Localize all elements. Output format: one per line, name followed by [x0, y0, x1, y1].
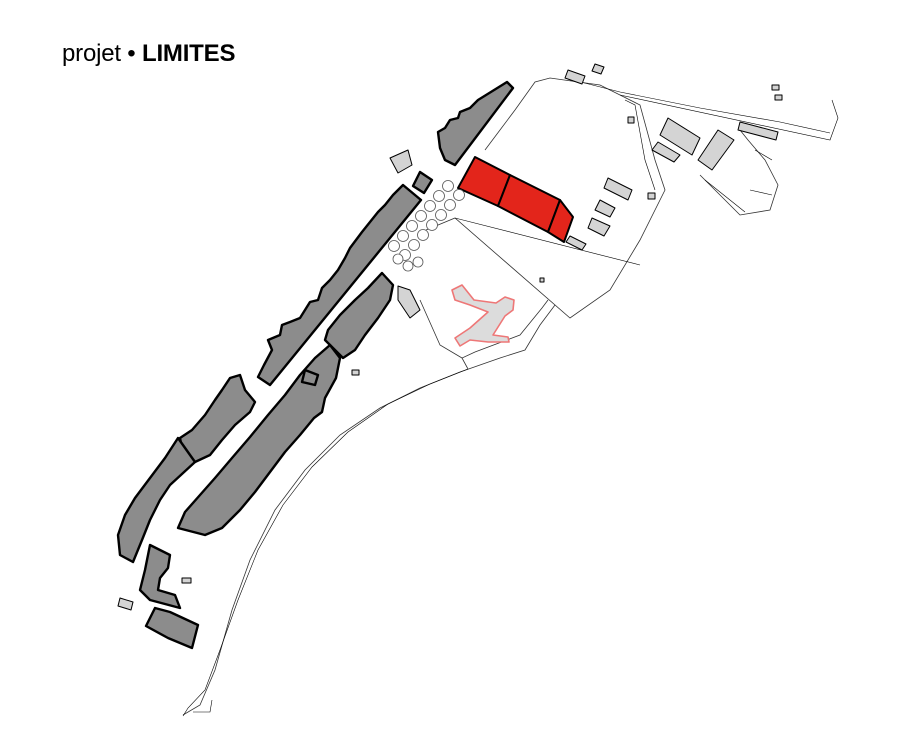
- tank: [408, 239, 420, 251]
- tank: [392, 253, 404, 265]
- port-building: [771, 84, 780, 91]
- block-small-court: [300, 368, 320, 387]
- quay-edge-north: [461, 299, 549, 370]
- port-building: [587, 217, 611, 237]
- block-west-south: [116, 436, 197, 564]
- ghost-footprint: [451, 284, 515, 347]
- old-town-buildings: [116, 80, 515, 650]
- coastline-outer: [182, 304, 556, 716]
- port-building: [539, 277, 545, 283]
- road-south-edge: [193, 699, 213, 713]
- tank: [426, 219, 438, 231]
- tank: [442, 180, 454, 192]
- port-buildings: [117, 63, 783, 611]
- inner-road-3: [624, 99, 656, 191]
- port-building: [603, 177, 633, 201]
- block-north-strip: [436, 80, 515, 167]
- tank: [415, 210, 427, 222]
- port-building: [651, 141, 681, 163]
- tank: [424, 200, 436, 212]
- block-small-north: [411, 170, 434, 195]
- tank: [388, 240, 400, 252]
- port-building: [565, 235, 587, 251]
- port-building: [594, 199, 616, 218]
- port-building: [397, 285, 421, 319]
- rail-line: [564, 77, 831, 134]
- port-building: [564, 69, 586, 85]
- inner-road-1: [454, 217, 641, 266]
- port-building: [659, 117, 701, 156]
- port-building: [117, 597, 134, 611]
- port-building: [774, 94, 783, 101]
- tank: [435, 209, 447, 221]
- port-building: [697, 129, 735, 171]
- block-west-mid: [178, 373, 257, 464]
- tank: [406, 220, 418, 232]
- block-long-west: [256, 183, 423, 387]
- tank: [402, 260, 414, 272]
- harbor-dock: [699, 129, 779, 216]
- port-building: [181, 577, 192, 584]
- block-south-2: [144, 606, 200, 650]
- port-building: [627, 116, 635, 124]
- block-mid-east: [176, 343, 342, 537]
- tank: [444, 199, 456, 211]
- tank: [397, 230, 409, 242]
- port-building: [737, 121, 779, 141]
- port-building: [591, 63, 605, 75]
- project-building-3: [547, 199, 574, 243]
- map-title-prefix: projet •: [62, 40, 142, 67]
- port-building: [351, 369, 360, 376]
- port-building: [647, 192, 656, 200]
- port-building: [389, 149, 413, 174]
- harbor-dock-2: [704, 149, 773, 213]
- storage-tanks: [388, 180, 465, 272]
- coastline-inner: [182, 368, 469, 717]
- map-title: projet • LIMITES: [62, 40, 235, 68]
- tank: [453, 189, 465, 201]
- coastline-lines: [182, 77, 839, 717]
- project-buildings: [457, 156, 574, 243]
- tank: [412, 256, 424, 268]
- tank: [417, 229, 429, 241]
- map-title-emphasis: LIMITES: [141, 40, 236, 67]
- site-boundary: [419, 77, 666, 359]
- inner-road-2: [619, 94, 839, 141]
- block-long-east: [323, 271, 395, 360]
- tank: [433, 190, 445, 202]
- block-south-1: [138, 543, 182, 610]
